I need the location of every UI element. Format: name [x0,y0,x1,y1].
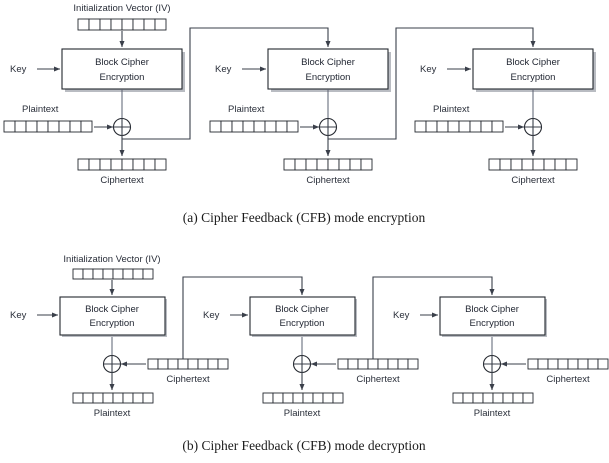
panel-encryption: Initialization Vector (IV) Block Cipher … [3,3,596,225]
block-cipher-encryption-box [59,296,166,336]
caption-decryption: (b) Cipher Feedback (CFB) mode decryptio… [182,438,426,453]
block-cipher-encryption-box [439,296,546,336]
block-label-line1: Block Cipher [465,304,519,315]
block-label-line1: Block Cipher [275,304,329,315]
xor-gate [102,354,122,374]
xor-gate [318,117,338,137]
iv-register [77,18,167,31]
key-label: Key [393,310,410,321]
key-label: Key [215,64,232,75]
panel-decryption: Initialization Vector (IV) Block Cipher … [10,254,609,453]
plaintext-label: Plaintext [22,104,59,115]
dec-stage-0: Initialization Vector (IV) Block Cipher … [10,254,305,419]
ciphertext-label: Ciphertext [356,374,400,385]
block-label-line2: Encryption [100,72,145,83]
plaintext-label: Plaintext [284,408,321,419]
block-label-line1: Block Cipher [301,57,355,68]
xor-gate [482,354,502,374]
xor-gate [523,117,543,137]
iv-label: Initialization Vector (IV) [63,254,160,265]
plaintext-register [3,120,93,133]
caption-encryption: (a) Cipher Feedback (CFB) mode encryptio… [183,210,426,225]
block-label-line2: Encryption [470,318,515,329]
plaintext-label: Plaintext [474,408,511,419]
dec-stage-1: Block Cipher Encryption Key C [203,276,495,419]
ciphertext-label: Ciphertext [306,175,350,186]
block-label-line2: Encryption [90,318,135,329]
xor-gate [112,117,132,137]
ciphertext-label: Ciphertext [100,175,144,186]
key-label: Key [203,310,220,321]
xor-gate [292,354,312,374]
ciphertext-register [337,358,419,370]
plaintext-register [209,120,299,133]
feedback-wire-0-to-1 [122,27,331,140]
ciphertext-register [488,158,578,171]
key-label: Key [10,310,27,321]
iv-label: Initialization Vector (IV) [73,3,170,14]
block-label-line2: Encryption [306,72,351,83]
block-label-line2: Encryption [280,318,325,329]
plaintext-label: Plaintext [433,104,470,115]
enc-stage-0: Initialization Vector (IV) Block Cipher … [3,3,331,186]
ciphertext-register [77,158,167,171]
enc-stage-2: Block Cipher Encryption Key Plaintext [414,48,596,186]
block-label-line2: Encryption [511,72,556,83]
iv-register [72,268,154,280]
plaintext-label: Plaintext [228,104,265,115]
plaintext-register [414,120,504,133]
plaintext-register [72,392,154,404]
block-cipher-encryption-box [61,48,183,90]
block-label-line1: Block Cipher [506,57,560,68]
ciphertext-label: Ciphertext [166,374,210,385]
ciphertext-feedforward-0-to-1 [182,276,305,359]
block-cipher-encryption-box [267,48,389,90]
ciphertext-register [527,358,609,370]
ciphertext-register [147,358,229,370]
block-label-line1: Block Cipher [85,304,139,315]
dec-stage-2: Block Cipher Encryption Key C [393,296,609,419]
key-label: Key [420,64,437,75]
plaintext-register [452,392,534,404]
block-cipher-encryption-box [472,48,594,90]
key-label: Key [10,64,27,75]
ciphertext-feedforward-1-to-2 [372,276,495,359]
feedback-wire-1-to-2 [328,27,536,140]
ciphertext-register [283,158,373,171]
enc-stage-1: Block Cipher Encryption Key Plaintext [209,27,536,186]
block-cipher-encryption-box [249,296,356,336]
ciphertext-label: Ciphertext [511,175,555,186]
plaintext-register [262,392,344,404]
ciphertext-label: Ciphertext [546,374,590,385]
block-label-line1: Block Cipher [95,57,149,68]
plaintext-label: Plaintext [94,408,131,419]
